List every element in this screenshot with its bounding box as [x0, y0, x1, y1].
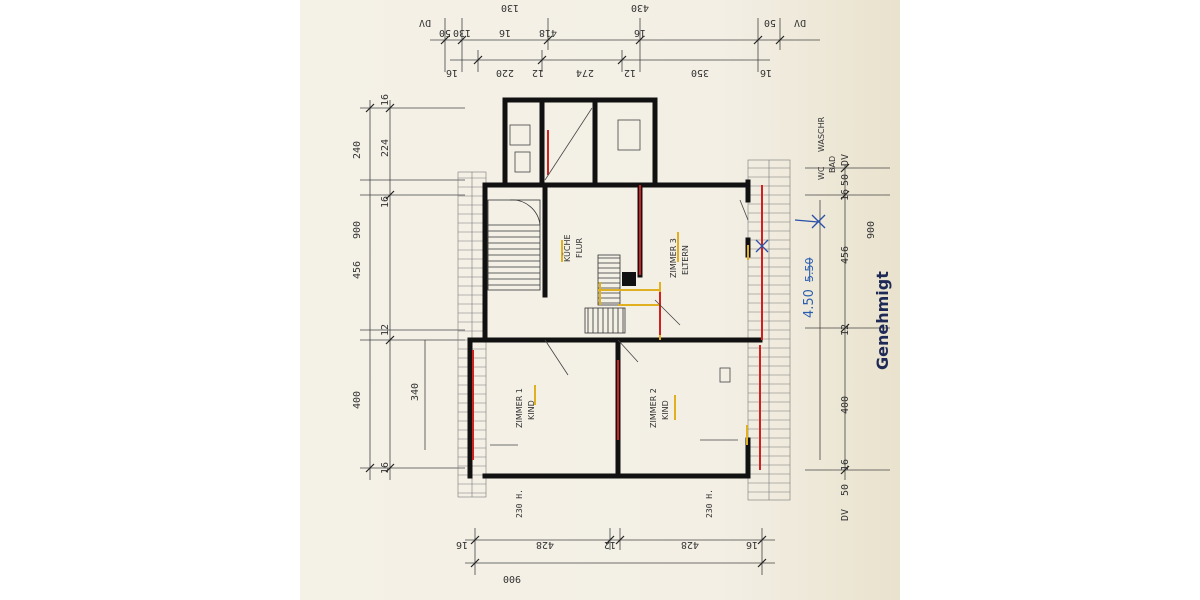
room-label-kueche: KÜCHE [562, 234, 572, 262]
room-label-bad: BAD [828, 156, 837, 173]
dimension-ticks [365, 35, 850, 568]
dim-right-chain-2: 16 [840, 189, 851, 201]
dim-right-chain-8: DV [840, 509, 851, 521]
blue-annotation: 4.50 5.50 [802, 258, 817, 319]
dim-left-inner-4: 16 [380, 462, 391, 474]
room-label-zimmer1: ZIMMER 1 [515, 388, 524, 428]
dim-top-inner-5: 350 [691, 67, 709, 78]
room-label-eltern: ELTERN [681, 245, 690, 275]
dim-top-outer-2: 130 [453, 27, 471, 38]
dim-top-inner-2: 12 [532, 67, 544, 78]
room-label-wc: WC [817, 166, 826, 180]
room-labels: WC WASCHR BAD KÜCHE FLUR ZIMMER 3 ELTERN… [515, 116, 837, 428]
dim-right-chain-6: 16 [840, 459, 851, 471]
room-label-flur: FLUR [575, 237, 584, 258]
dim-top-clipped-1: 430 [631, 2, 649, 13]
dim-right-chain-7: 50 [840, 484, 851, 496]
dim-top-outer-5: 16 [634, 27, 646, 38]
door-swings [490, 107, 749, 446]
dim-left-total: 900 [352, 221, 363, 239]
room-label-kind1: KIND [527, 400, 536, 420]
dim-left-chain-1: 456 [352, 261, 363, 279]
room-label-kind2: KIND [661, 400, 670, 420]
height-label-right: 230 H. [705, 489, 714, 518]
dim-right-chain-0: DV [840, 154, 851, 166]
dim-top-inner-4: 12 [624, 67, 636, 78]
staircase [487, 199, 626, 334]
dim-left-inner-3: 12 [380, 324, 391, 336]
walls [467, 97, 763, 479]
dim-top-inner-1: 220 [496, 67, 514, 78]
dim-top-outer-4: 418 [539, 27, 557, 38]
room-label-zimmer2: ZIMMER 2 [649, 388, 658, 428]
dimension-lines [360, 18, 890, 575]
dim-right-chain-3: 456 [840, 246, 851, 264]
dim-left-inner-1: 224 [380, 139, 391, 157]
dim-bottom-chain-4: 16 [746, 539, 758, 550]
chimney [622, 272, 636, 286]
dim-top-inner-0: 16 [446, 67, 458, 78]
height-labels: 230 H. 230 H. [515, 489, 714, 518]
dim-top-inner-6: 16 [760, 67, 772, 78]
dim-left-inner-0: 16 [380, 94, 391, 106]
dim-right-chain-5: 400 [840, 396, 851, 414]
dim-bottom-chain-2: 12 [604, 539, 616, 550]
dim-top-outer-7: DV [794, 17, 806, 28]
red-markings [472, 130, 763, 470]
dim-bottom-chain-1: 428 [536, 539, 554, 550]
dim-top-clipped-0: 130 [501, 2, 519, 13]
dim-top-outer-1: 50 [439, 27, 451, 38]
dim-right-total: 900 [866, 221, 877, 239]
dim-right-chain-4: 12 [840, 324, 851, 336]
dim-top-outer-6: 50 [764, 17, 776, 28]
dim-bottom-chain-3: 428 [681, 539, 699, 550]
dim-top-outer-0: DV [419, 17, 431, 28]
dim-left-inner-2: 16 [380, 196, 391, 208]
dim-top-outer-3: 16 [499, 27, 511, 38]
dim-left-chain-2: 400 [352, 391, 363, 409]
dim-bottom-total: 900 [503, 573, 521, 584]
room-label-waschr: WASCHR [817, 116, 826, 152]
side-hatching [457, 159, 791, 501]
annotation-old-value: 5.50 [803, 258, 816, 283]
approval-stamp: Genehmigt [873, 271, 892, 370]
floor-plan-drawing: WC WASCHR BAD KÜCHE FLUR ZIMMER 3 ELTERN… [352, 2, 892, 584]
blue-marks [755, 214, 826, 253]
dim-left-chain-0: 240 [352, 141, 363, 159]
dim-right-chain-1: 50 [840, 174, 851, 186]
room-label-zimmer3: ZIMMER 3 [669, 238, 678, 278]
dim-left-extra: 340 [410, 383, 421, 401]
annotation-new-value: 4.50 [802, 289, 817, 318]
dim-bottom-chain-0: 16 [456, 539, 468, 550]
dim-top-inner-3: 274 [576, 67, 594, 78]
floor-plan-sheet: WC WASCHR BAD KÜCHE FLUR ZIMMER 3 ELTERN… [300, 0, 900, 600]
height-label-left: 230 H. [515, 489, 524, 518]
